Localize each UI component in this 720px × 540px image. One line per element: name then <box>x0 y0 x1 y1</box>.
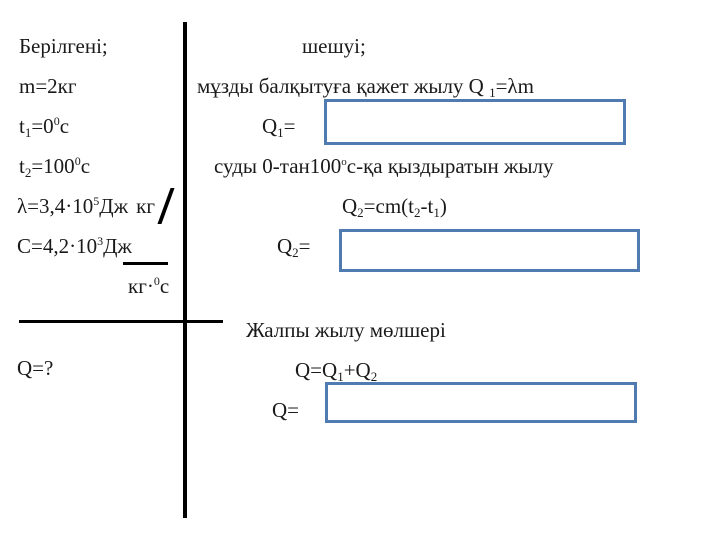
step1-text: мұзды балқытуға қажет жылу Q 1=λm <box>197 74 534 100</box>
fraction-bar <box>123 262 168 265</box>
total-formula: Q=Q1+Q2 <box>295 358 378 384</box>
given-mass: m=2кг <box>19 74 77 98</box>
step2-text: суды 0-тан100oс-қа қыздыратын жылу <box>214 154 554 178</box>
divider-vertical <box>183 22 187 518</box>
step2-formula: Q2=cm(t2-t1) <box>342 194 447 220</box>
given-t2: t2=1000с <box>19 154 91 180</box>
q2-answer-box[interactable] <box>339 229 640 272</box>
q1-label: Q1= <box>262 114 296 140</box>
given-heading: Берілгені; <box>19 34 108 58</box>
total-label: Q= <box>272 398 300 422</box>
q2-label: Q2= <box>277 234 311 260</box>
given-t1: t1=00с <box>19 114 70 140</box>
given-specific-heat: С=4,2·103Дж <box>17 234 132 258</box>
divider-horizontal <box>19 320 223 323</box>
q1-answer-box[interactable] <box>324 99 626 145</box>
total-heading: Жалпы жылу мөлшері <box>246 318 446 342</box>
fraction-slash <box>157 188 175 224</box>
given-unknown: Q=? <box>17 356 54 380</box>
given-specific-heat-denominator: кг·0с <box>128 274 170 298</box>
solution-heading: шешуі; <box>302 34 366 58</box>
total-answer-box[interactable] <box>325 382 637 423</box>
